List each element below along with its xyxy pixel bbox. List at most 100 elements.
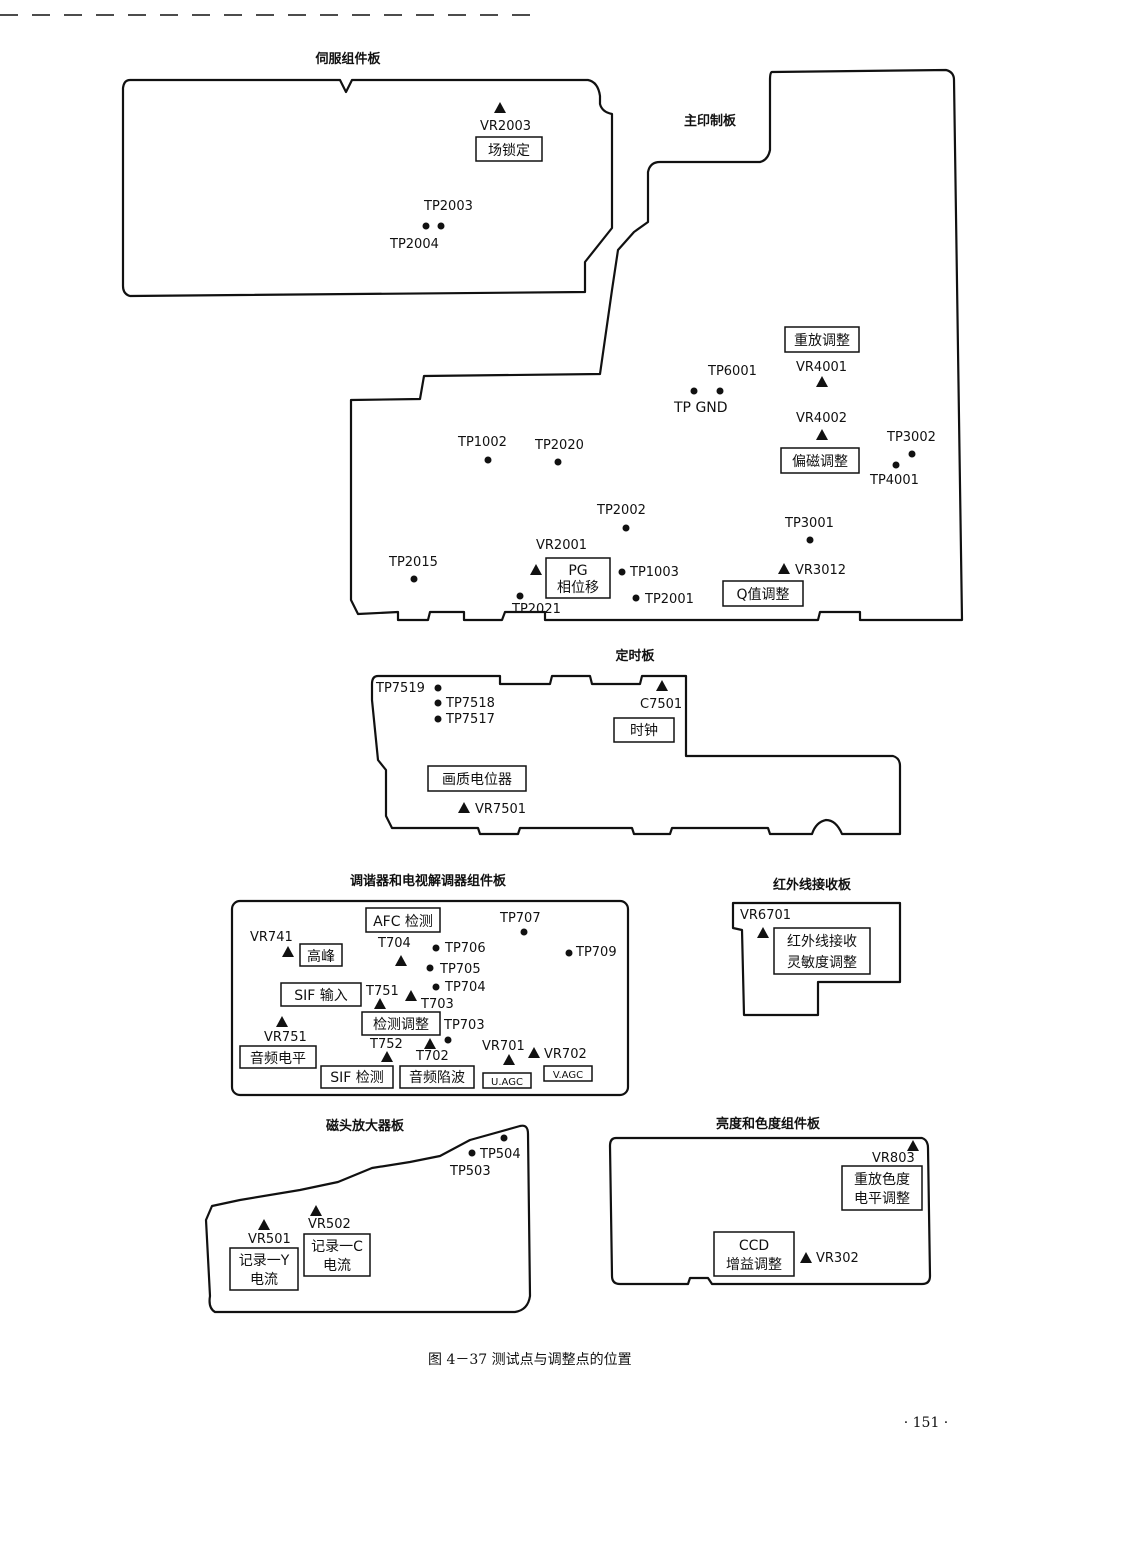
label-tp2021: TP2021 (511, 602, 561, 617)
text-pic-pot: 画质电位器 (442, 772, 512, 788)
box-rec-c (303, 1233, 371, 1277)
adjust-point-vr741 (282, 946, 294, 957)
box-q-adj (722, 580, 804, 607)
board-outline-timer (370, 674, 902, 836)
text-sif-det: SIF 检测 (330, 1070, 384, 1086)
label-tp2002: TP2002 (596, 503, 646, 518)
label-tp504: TP504 (479, 1147, 521, 1162)
test-point-tp7517 (434, 715, 442, 723)
label-tp704: TP704 (444, 980, 486, 995)
label-tp7518: TP7518 (445, 696, 495, 711)
text-ccd-2: 增益调整 (726, 1257, 782, 1273)
label-tp2003: TP2003 (423, 199, 473, 214)
test-point-tp2020 (554, 458, 562, 466)
box-field-lock (475, 136, 543, 162)
text-ir-sens-2: 灵敏度调整 (787, 955, 857, 971)
text-audio-trap: 音频陷波 (409, 1069, 465, 1086)
adjust-point-vr4001 (816, 376, 828, 387)
text-det-adj: 检测调整 (373, 1017, 429, 1033)
test-point-gnd (716, 387, 724, 395)
test-point-tp3002 (908, 450, 916, 458)
adjust-point-vr6701 (757, 927, 769, 938)
label-tp706: TP706 (444, 941, 486, 956)
adjust-point-vr751 (276, 1016, 288, 1027)
test-point-tp2003 (437, 222, 445, 230)
adjust-point-vr7501 (458, 802, 470, 813)
test-point-tp7519 (434, 684, 442, 692)
test-point-tp504 (500, 1134, 508, 1142)
label-vr7501: VR7501 (475, 802, 526, 817)
test-point-tp (690, 387, 698, 395)
text-bias-adj: 偏磁调整 (792, 454, 848, 470)
label-tp3001: TP3001 (784, 516, 834, 531)
text-clock: 时钟 (630, 722, 658, 739)
box-audio-level (239, 1045, 317, 1069)
text-rec-c-1: 记录一C (311, 1239, 363, 1255)
box-peak (299, 943, 343, 967)
label-tp503: TP503 (449, 1164, 491, 1179)
label-tp703: TP703 (443, 1018, 485, 1033)
label-tp-gnd: TP GND (673, 400, 728, 416)
label-tp6001: TP6001 (707, 364, 757, 379)
text-rec-y-1: 记录一Y (239, 1253, 290, 1269)
label-vr2003: VR2003 (480, 119, 531, 134)
label-tp2015: TP2015 (388, 555, 438, 570)
test-point-tp705 (426, 964, 434, 972)
label-tp3002: TP3002 (886, 430, 936, 445)
box-playback-adj (784, 326, 860, 353)
box-audio-trap (399, 1065, 475, 1089)
board-label-tuner: 调谐器和电视解调器组件板 (350, 873, 507, 889)
label-vr3012: VR3012 (795, 563, 846, 578)
label-tp7517: TP7517 (445, 712, 495, 727)
label-tp2004: TP2004 (389, 237, 439, 252)
text-u-agc: U.AGC (491, 1077, 523, 1088)
label-tp2001: TP2001 (644, 592, 694, 607)
adjust-point-t752 (381, 1051, 393, 1062)
label-t703: T703 (420, 997, 454, 1012)
text-ir-sens-1: 红外线接收 (787, 933, 857, 950)
adjust-point-vr702 (528, 1047, 540, 1058)
box-ir-sens (773, 927, 871, 975)
label-tp1002: TP1002 (457, 435, 507, 450)
text-q-adj: Q值调整 (736, 587, 789, 603)
text-sif-in: SIF 输入 (294, 988, 348, 1004)
text-playback-adj: 重放调整 (794, 333, 850, 349)
box-clock (613, 717, 675, 743)
box-pg-phase (545, 557, 611, 599)
label-vr6701: VR6701 (740, 908, 791, 923)
adjust-point-vr4002 (816, 429, 828, 440)
adjust-point-vr701 (503, 1054, 515, 1065)
label-vr2001: VR2001 (536, 538, 587, 553)
label-t704: T704 (377, 936, 411, 951)
test-point-tp1003 (618, 568, 626, 576)
adjust-point-vr302 (800, 1252, 812, 1263)
adjust-point-vr2003 (494, 102, 506, 113)
adjust-point-vr501 (258, 1219, 270, 1230)
label-tp707: TP707 (499, 911, 541, 926)
box-sif-det (320, 1065, 394, 1089)
text-afc-det: AFC 检测 (373, 914, 433, 930)
board-outline-ir (731, 901, 902, 1017)
board-outline-servo (121, 78, 614, 298)
adjust-point-t704 (395, 955, 407, 966)
board-label-ir: 红外线接收板 (773, 877, 852, 893)
test-point-tp1002 (484, 456, 492, 464)
label-tp709: TP709 (575, 945, 617, 960)
label-tp705: TP705 (439, 962, 481, 977)
page-number: · 151 · (904, 1415, 949, 1431)
board-outline-main (349, 68, 964, 622)
test-point-tp709 (565, 949, 573, 957)
box-u-agc (482, 1072, 532, 1089)
test-point-tp4001 (892, 461, 900, 469)
figure-caption: 图 4－37 测试点与调整点的位置 (428, 1352, 632, 1368)
adjust-point-t703 (405, 990, 417, 1001)
text-ccd-1: CCD (739, 1238, 769, 1254)
label-tp1003: TP1003 (629, 565, 679, 580)
board-label-head-amp: 磁头放大器板 (326, 1118, 405, 1134)
text-audio-level: 音频电平 (250, 1050, 306, 1067)
text-v-agc: V.AGC (553, 1070, 583, 1081)
board-outline-head-amp (204, 1124, 532, 1314)
label-vr502: VR502 (308, 1217, 351, 1232)
test-point-tp2004 (422, 222, 430, 230)
